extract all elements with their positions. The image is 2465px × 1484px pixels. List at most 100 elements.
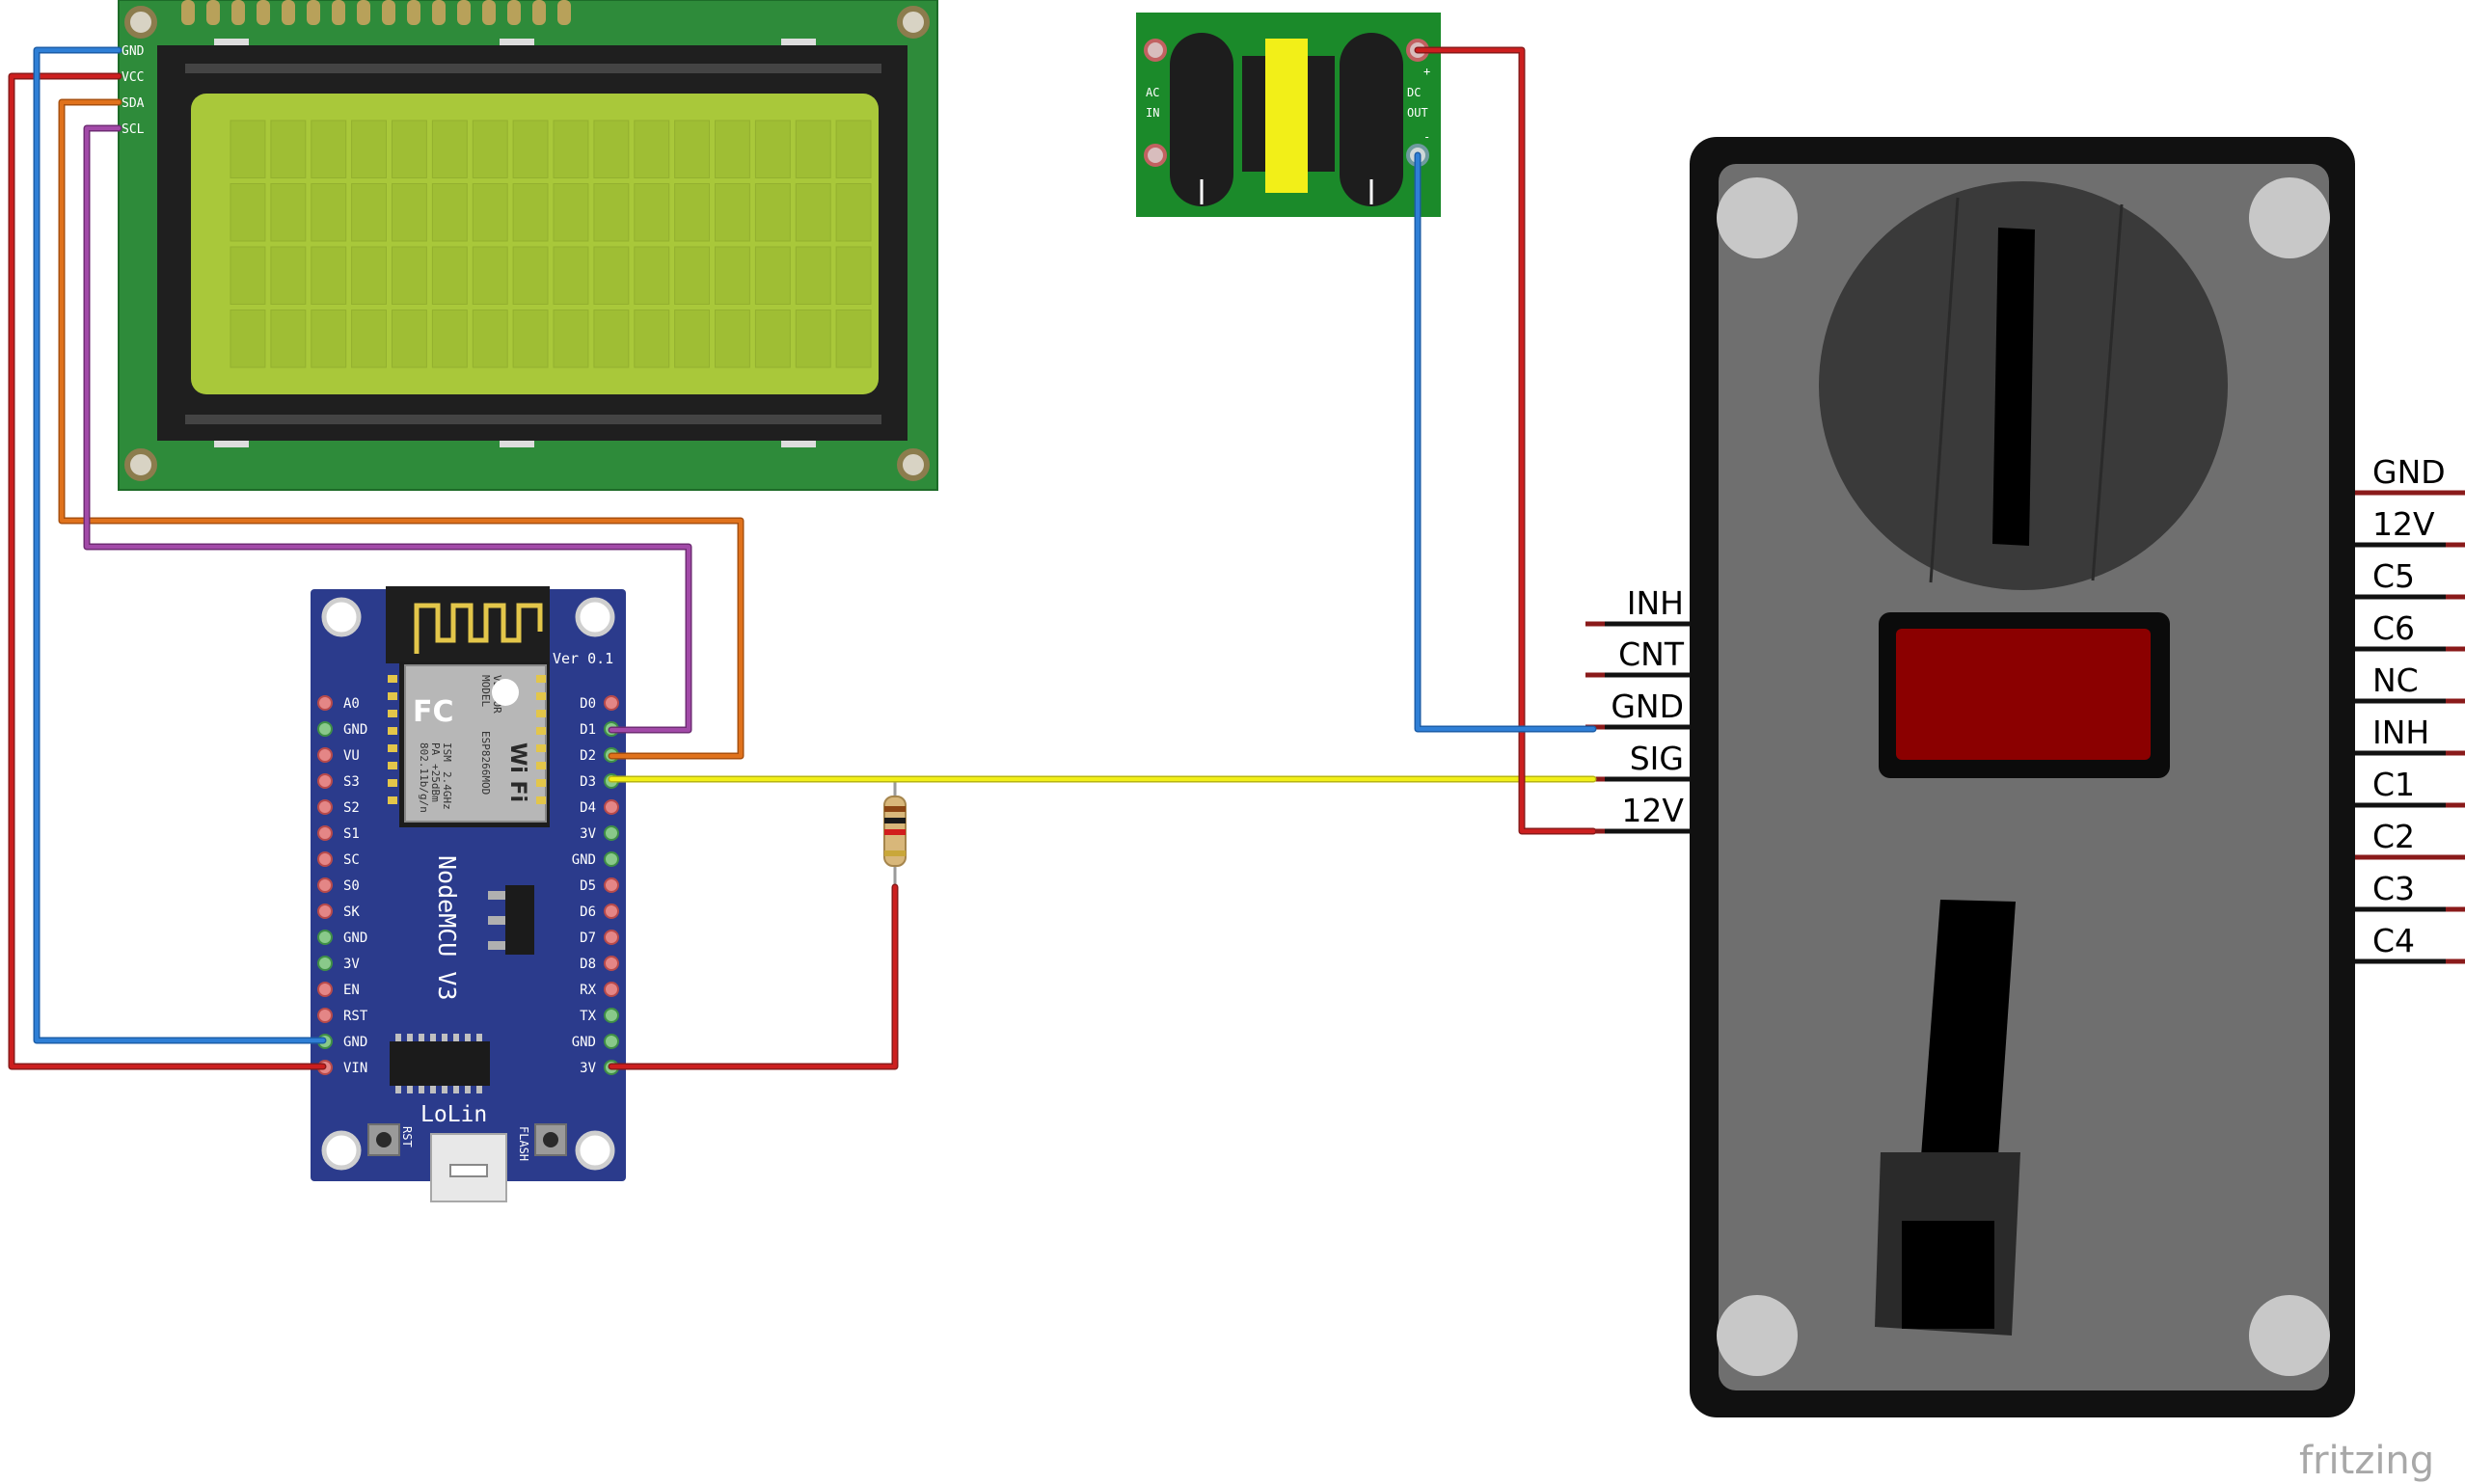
lcd-pin-scl: SCL xyxy=(122,122,145,137)
lcd-cell xyxy=(431,310,468,368)
nodemcu-left-pin[interactable] xyxy=(317,877,333,893)
coin-right-pin-label: C1 xyxy=(2372,766,2415,803)
lcd-cell xyxy=(634,310,670,368)
rst-label: RST xyxy=(400,1126,414,1147)
nodemcu-left-pin[interactable] xyxy=(317,695,333,711)
esp8266-shield xyxy=(404,664,547,823)
lcd-cell xyxy=(715,183,750,242)
nodemcu-left-pin-label: A0 xyxy=(343,696,360,712)
esp-ism: ISM xyxy=(441,742,453,762)
nodemcu-right-pin-label: D2 xyxy=(580,748,596,764)
nodemcu-left-pin-label: SK xyxy=(343,904,360,920)
nodemcu-left-pin[interactable] xyxy=(317,982,333,997)
nodemcu-right-pin[interactable] xyxy=(604,825,619,841)
lcd-cell xyxy=(754,310,791,368)
lcd-cell xyxy=(553,310,589,368)
wire-coin-gnd-blue xyxy=(1414,151,1597,733)
lcd-cell xyxy=(431,120,468,178)
nodemcu-board: MODEL VENDOR ESP8266MOD ISM 2.4GHz PA +2… xyxy=(311,586,626,1202)
nodemcu-right-pin[interactable] xyxy=(604,695,619,711)
nodemcu-left-pin-label: S1 xyxy=(343,826,360,842)
power-module: AC IN DC OUT + - xyxy=(1136,13,1441,217)
lcd-cell xyxy=(593,310,630,368)
fc-mark: FC xyxy=(413,695,454,729)
nodemcu-left-pin[interactable] xyxy=(317,773,333,789)
nodemcu-right-pin[interactable] xyxy=(604,982,619,997)
lcd-cell xyxy=(593,120,630,178)
nodemcu-right-pin-label: 3V xyxy=(580,1061,596,1076)
lcd-cell xyxy=(311,120,347,178)
nodemcu-left-pin[interactable] xyxy=(317,825,333,841)
lcd-cell xyxy=(230,183,266,242)
nodemcu-name: NodeMCU V3 xyxy=(433,855,461,1001)
power-ac-label-1: AC xyxy=(1146,86,1159,99)
nodemcu-left-pin[interactable] xyxy=(317,930,333,945)
rst-button[interactable] xyxy=(367,1123,400,1156)
nodemcu-right-pin[interactable] xyxy=(604,1008,619,1023)
wifi-antenna-trace-icon xyxy=(414,603,543,654)
fritzing-watermark: fritzing xyxy=(2299,1439,2434,1483)
nodemcu-left-pin-label: S2 xyxy=(343,800,360,816)
chip-leg xyxy=(465,1034,471,1041)
nodemcu-right-pin-label: D5 xyxy=(580,878,596,894)
esp-pad xyxy=(536,727,546,735)
nodemcu-right-pin-label: RX xyxy=(580,983,596,998)
power-dc-label-2: OUT xyxy=(1407,106,1428,120)
lcd-cell xyxy=(553,183,589,242)
esp-pad xyxy=(388,710,397,717)
nodemcu-right-pin[interactable] xyxy=(604,904,619,919)
nodemcu-right-pin[interactable] xyxy=(604,1034,619,1049)
lcd-cell xyxy=(392,183,427,242)
lcd-cell xyxy=(593,183,630,242)
nodemcu-left-pin[interactable] xyxy=(317,851,333,867)
nodemcu-left-pin[interactable] xyxy=(317,747,333,763)
coin-left-pin-label: CNT xyxy=(1618,635,1685,673)
esp-pa: PA xyxy=(429,742,442,756)
nodemcu-left-pin[interactable] xyxy=(317,904,333,919)
nodemcu-left-pin-label: RST xyxy=(343,1009,368,1024)
nodemcu-left-pin-label: 3V xyxy=(343,957,360,972)
lcd-cell xyxy=(431,183,468,242)
lcd-cell xyxy=(795,183,831,242)
coin-right-pin-label: C3 xyxy=(2372,870,2415,907)
nodemcu-right-pin-label: D7 xyxy=(580,931,596,946)
nodemcu-right-pin[interactable] xyxy=(604,956,619,971)
esp-pad xyxy=(388,779,397,787)
pull-up-resistor xyxy=(883,776,907,889)
chip-leg xyxy=(453,1034,459,1041)
chip-leg xyxy=(476,1034,482,1041)
power-capacitor-right xyxy=(1340,33,1403,206)
nodemcu-left-pin[interactable] xyxy=(317,1008,333,1023)
wires xyxy=(8,46,1597,1070)
lcd-cell xyxy=(795,246,831,305)
chip-leg xyxy=(419,1034,424,1041)
nodemcu-left-pin[interactable] xyxy=(317,956,333,971)
nodemcu-left-pin-label: S0 xyxy=(343,878,360,894)
lcd-cell xyxy=(674,183,710,242)
esp-pad xyxy=(388,692,397,700)
esp-pad xyxy=(536,675,546,683)
nodemcu-right-pin-label: D6 xyxy=(580,904,596,920)
lcd-cell xyxy=(351,120,388,178)
lcd-cell xyxy=(472,120,508,178)
nodemcu-right-pin[interactable] xyxy=(604,930,619,945)
nodemcu-left-pin-label: GND xyxy=(343,722,367,738)
lcd-cell xyxy=(472,183,508,242)
lcd-cell xyxy=(270,183,307,242)
lcd-cell xyxy=(512,183,549,242)
esp-pad xyxy=(536,692,546,700)
nodemcu-right-pin-label: D1 xyxy=(580,722,596,738)
lcd-cell xyxy=(472,310,508,368)
power-minus-label: - xyxy=(1423,130,1430,144)
nodemcu-right-pin-label: GND xyxy=(572,1035,596,1050)
esp-dbm: +25dBm xyxy=(429,764,442,802)
nodemcu-right-pin[interactable] xyxy=(604,799,619,815)
usb-serial-chip xyxy=(390,1041,490,1086)
nodemcu-right-pin[interactable] xyxy=(604,851,619,867)
nodemcu-left-pin[interactable] xyxy=(317,799,333,815)
nodemcu-left-pin[interactable] xyxy=(317,721,333,737)
voltage-regulator xyxy=(505,885,534,955)
chip-leg xyxy=(476,1086,482,1093)
lcd-cell xyxy=(270,310,307,368)
nodemcu-right-pin[interactable] xyxy=(604,877,619,893)
